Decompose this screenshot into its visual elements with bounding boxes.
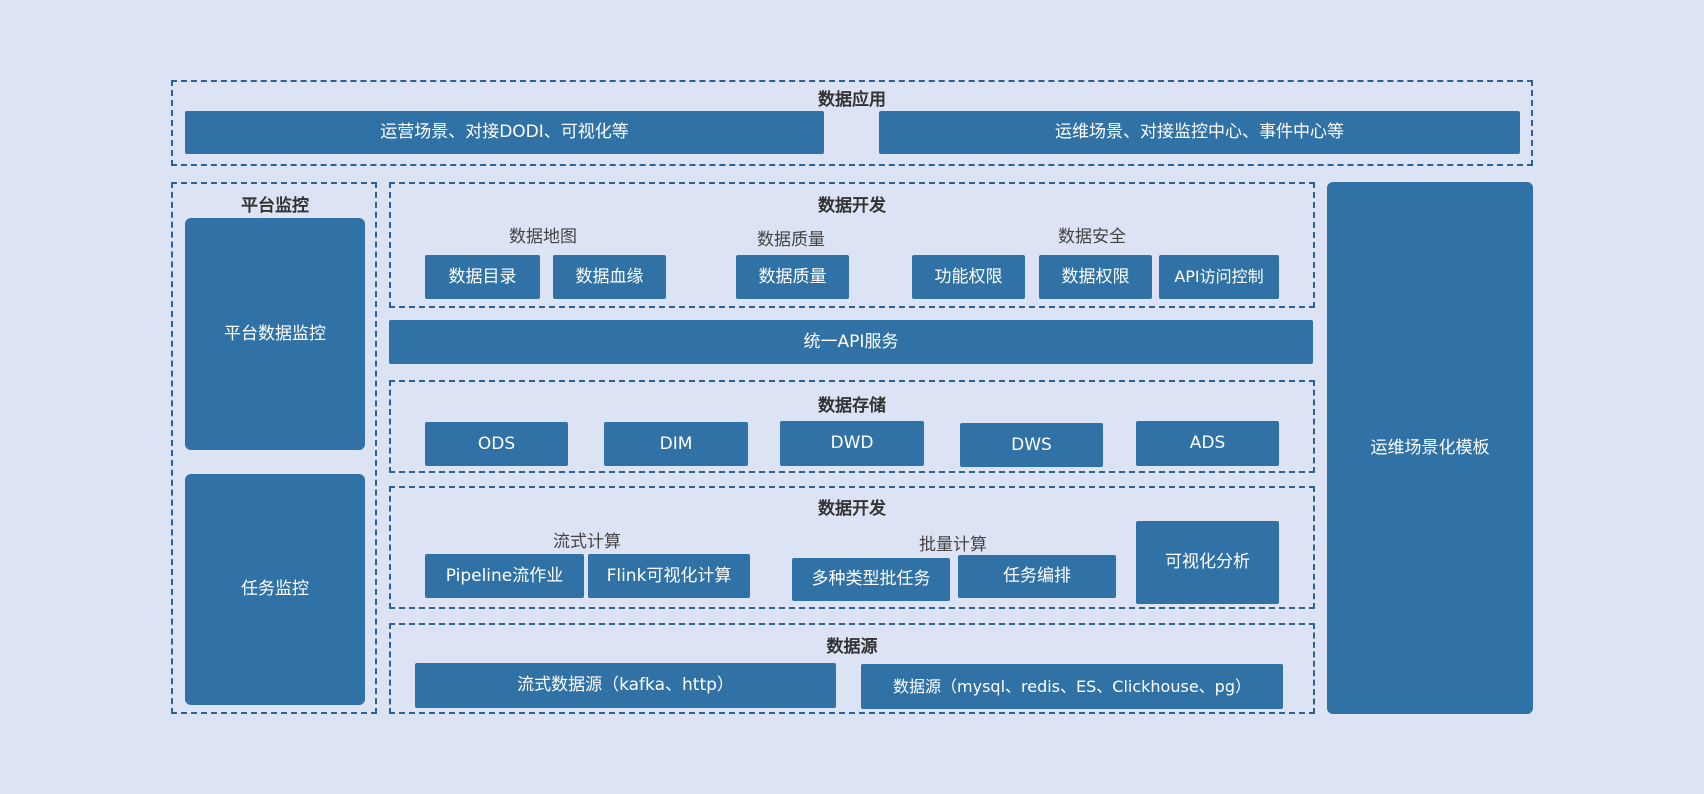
data-development-panel-top [389,182,1315,308]
storage-dws-box: DWS [960,423,1103,467]
data-source-panel [389,623,1315,714]
batch-task-box: 多种类型批任务 [792,558,950,601]
api-access-control-box: API访问控制 [1159,255,1279,299]
storage-ads-box: ADS [1136,421,1279,466]
data-storage-panel [389,380,1315,473]
platform-monitor-panel [171,182,377,714]
data-quality-box: 数据质量 [736,255,849,299]
storage-dwd-box: DWD [780,421,924,466]
storage-dim-box: DIM [604,422,748,466]
data-catalog-box: 数据目录 [425,255,540,299]
data-development-title-bottom: 数据开发 [818,499,886,519]
data-security-label: 数据安全 [1058,227,1126,247]
pipeline-job-box: Pipeline流作业 [425,554,584,598]
stream-computing-label: 流式计算 [553,532,621,552]
stream-source-box: 流式数据源（kafka、http） [415,663,836,708]
visual-analysis-box: 可视化分析 [1136,521,1279,604]
data-map-label: 数据地图 [509,227,577,247]
data-development-panel-bottom [389,486,1315,609]
data-permission-box: 数据权限 [1039,255,1152,299]
operations-scenario-box: 运营场景、对接DODI、可视化等 [185,111,824,154]
platform-data-monitor-box: 平台数据监控 [185,218,365,450]
storage-ods-box: ODS [425,422,568,466]
task-orchestration-box: 任务编排 [958,555,1116,598]
data-source-title: 数据源 [826,637,878,657]
task-monitor-box: 任务监控 [185,474,365,705]
batch-computing-label: 批量计算 [919,535,987,555]
data-quality-label: 数据质量 [757,230,825,250]
data-application-title: 数据应用 [818,90,886,110]
function-permission-box: 功能权限 [912,255,1025,299]
unified-api-service-bar: 统一API服务 [389,320,1313,364]
db-source-box: 数据源（mysql、redis、ES、Clickhouse、pg） [861,664,1283,709]
data-storage-title: 数据存储 [818,396,886,416]
maintenance-scenario-box: 运维场景、对接监控中心、事件中心等 [879,111,1520,154]
data-application-layer [171,80,1533,166]
ops-template-box: 运维场景化模板 [1327,182,1533,714]
data-lineage-box: 数据血缘 [553,255,666,299]
flink-visual-box: Flink可视化计算 [588,554,750,598]
platform-monitor-title: 平台监控 [241,196,309,216]
data-development-title-top: 数据开发 [818,196,886,216]
